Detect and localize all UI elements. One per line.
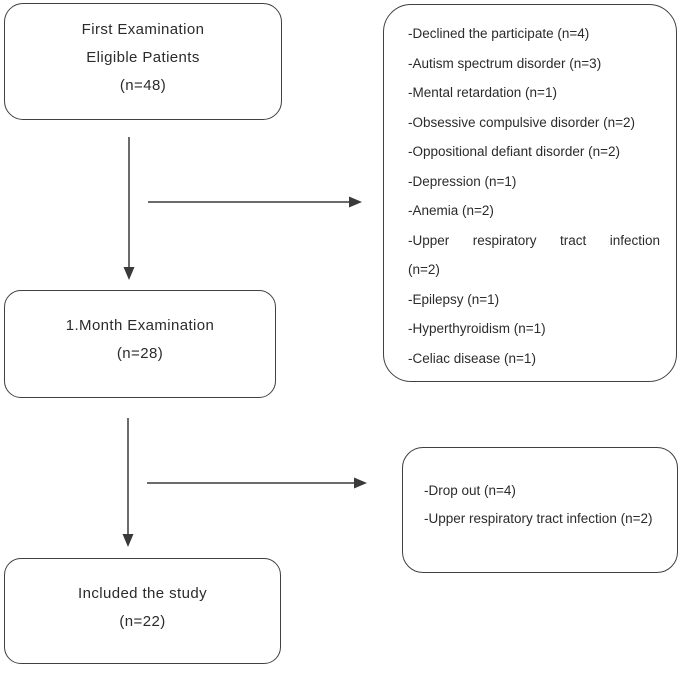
exclusion-item: -Epilepsy (n=1) <box>408 291 500 307</box>
box-dropout-reasons: -Drop out (n=4) -Upper respiratory tract … <box>402 447 678 573</box>
first-examination-count: (n=48) <box>119 77 167 94</box>
month-examination-title: 1.Month Examination <box>65 317 215 334</box>
exclusion-item: (n=2) <box>408 262 440 277</box>
exclusion-item: -Celiac disease (n=1) <box>408 350 536 366</box>
first-examination-subtitle: Eligible Patients <box>86 49 200 66</box>
dropout-item: -Drop out (n=4) <box>424 483 516 498</box>
exclusion-item: -Declined the participate (n=4) <box>408 26 590 41</box>
included-study-count: (n=22) <box>119 613 166 630</box>
exclusion-item: -Depression (n=1) <box>408 173 517 189</box>
month-examination-count: (n=28) <box>116 345 164 362</box>
exclusion-item: -Obsessive compulsive disorder (n=2) <box>408 114 635 130</box>
box-first-examination: First Examination Eligible Patients (n=4… <box>4 3 282 120</box>
box-included-study: Included the study (n=22) <box>4 558 281 664</box>
exclusion-item: -Upper respiratory tract infection <box>408 232 660 248</box>
box-exclusion-reasons: -Declined the participate (n=4) -Autism s… <box>383 4 677 382</box>
exclusion-item: -Oppositional defiant disorder (n=2) <box>408 144 620 159</box>
exclusion-item: -Mental retardation (n=1) <box>408 85 557 100</box>
included-study-title: Included the study <box>78 585 207 602</box>
first-examination-title: First Examination <box>81 21 205 38</box>
exclusion-item: -Hyperthyroidism (n=1) <box>408 321 546 336</box>
exclusion-item: -Anemia (n=2) <box>408 203 494 218</box>
dropout-item: -Upper respiratory tract infection (n=2) <box>424 511 653 526</box>
exclusion-item: -Autism spectrum disorder (n=3) <box>408 55 602 71</box>
box-month-examination: 1.Month Examination (n=28) <box>4 290 276 398</box>
